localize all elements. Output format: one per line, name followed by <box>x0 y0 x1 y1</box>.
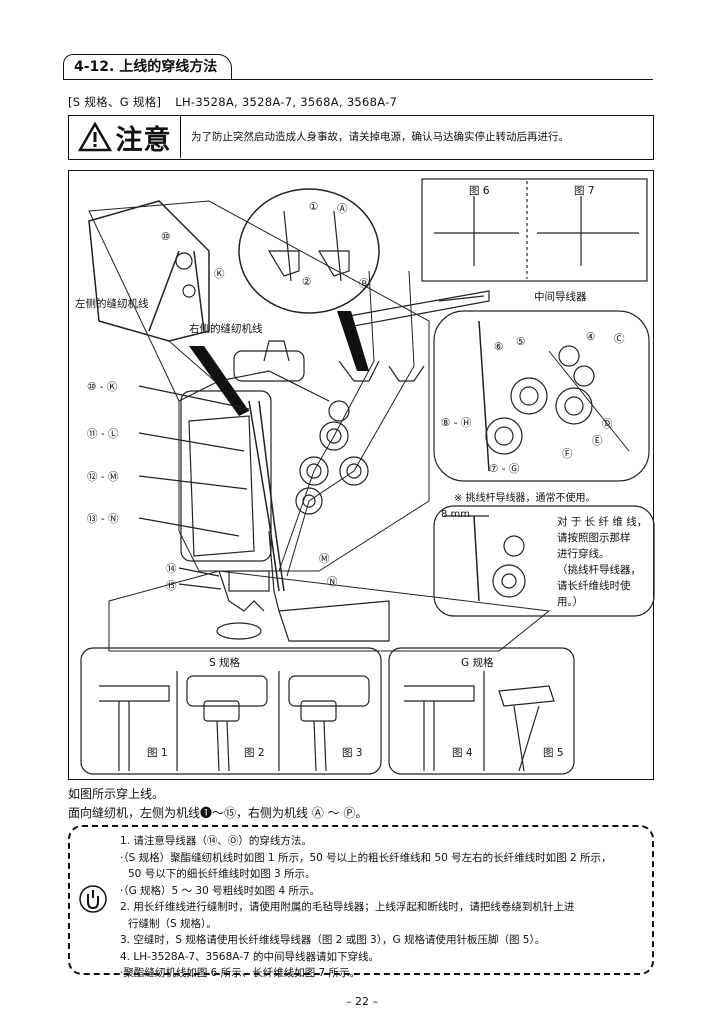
note-hand-icon <box>79 885 107 913</box>
body-line-1: 如图所示穿上线。 <box>68 787 165 801</box>
callout-3-c: Ⓒ <box>614 333 625 345</box>
section-title: 4-12. 上线的穿线方法 <box>63 54 233 80</box>
callout-6: ⑥ <box>494 341 504 353</box>
callout-e: Ⓔ <box>592 435 603 447</box>
caution-text: 为了防止突然启动造成人身事故，请关掉电源，确认马达确实停止转动后再进行。 <box>191 131 569 143</box>
callout-4: ④ <box>586 331 596 343</box>
callout-o: Ⓜ <box>319 553 330 565</box>
notes-list: 1. 请注意导线器（⑭、Ⓞ）的穿线方法。 ·（S 规格）聚酯缝纫机线时如图 1 … <box>114 833 612 982</box>
callout-1: ① <box>309 201 319 213</box>
warning-triangle-icon <box>77 122 112 152</box>
body-line-2: 面向缝纫机，左侧为机线❶～⑮，右侧为机线 Ⓐ ～ Ⓟ。 <box>68 806 368 820</box>
callout-10: ⑩ <box>161 231 171 243</box>
spec-label: [S 规格、G 规格] <box>68 95 162 109</box>
callout-f: Ⓕ <box>562 448 573 460</box>
caution-label: 注意 <box>69 116 181 158</box>
callout-14: ⑭ <box>166 563 177 575</box>
callout-13-n: ⑬ - Ⓝ <box>87 513 119 525</box>
callout-7-g: ⑦ - Ⓖ <box>489 463 520 475</box>
notes-box: 1. 请注意导线器（⑭、Ⓞ）的穿线方法。 ·（S 规格）聚酯缝纫机线时如图 1 … <box>68 825 654 979</box>
section-rule <box>63 79 653 80</box>
model-line: [S 规格、G 规格] LH-3528A, 3528A-7, 3568A, 35… <box>68 94 407 110</box>
lever-guide-note: ※ 挑线杆导线器，通常不使用。 <box>454 493 596 504</box>
callout-5: ⑤ <box>516 336 526 348</box>
callout-b: Ⓑ <box>359 278 370 290</box>
callout-d: Ⓓ <box>602 418 613 430</box>
threading-illustration <box>80 178 655 775</box>
caution-word: 注意 <box>115 124 172 156</box>
note-line-1: 1. 请注意导线器（⑭、Ⓞ）的穿线方法。 <box>120 835 312 847</box>
g-spec-label: G 规格 <box>461 657 494 669</box>
callout-a: Ⓐ <box>337 203 348 215</box>
page-number: – 22 – <box>346 995 378 1008</box>
long-fiber-note: 对 于 长 纤 维 线， 请按照图示那样 进行穿线。 （挑线杆导线器， 请长纤维… <box>557 516 648 608</box>
threading-figure: 左侧的缝纫机线 右侧的缝纫机线 ⑩ - Ⓚ ⑪ - Ⓛ ⑫ - Ⓜ ⑬ - Ⓝ … <box>68 170 655 780</box>
fig2-label: 图 2 <box>244 747 265 759</box>
fig7-label: 图 7 <box>574 185 595 197</box>
fig5-label: 图 5 <box>543 747 564 759</box>
middle-guide-label: 中间导线器 <box>534 291 587 303</box>
note-line-7: 3. 空缝时，S 规格请使用长纤维线导线器（图 2 或图 3），G 规格请使用针… <box>120 934 546 946</box>
note-line-5: 2. 用长纤维线进行缝制时，请使用附属的毛毡导线器；上线浮起和断线时，请把线卷绕… <box>120 901 575 913</box>
callout-p: Ⓝ <box>327 576 338 588</box>
right-thread-label: 右侧的缝纫机线 <box>189 323 263 335</box>
fig3-label: 图 3 <box>342 747 363 759</box>
model-list: LH-3528A, 3528A-7, 3568A, 3568A-7 <box>175 95 398 109</box>
note-line-2: ·（S 规格）聚酯缝纫机线时如图 1 所示，50 号以上的粗长纤维线和 50 号… <box>120 851 612 864</box>
dimension-label: 8 mm <box>441 509 471 520</box>
caution-box: 注意 为了防止突然启动造成人身事故，请关掉电源，确认马达确实停止转动后再进行。 <box>68 115 654 160</box>
note-line-3: 50 号以下的细长纤维线时如图 3 所示。 <box>128 868 316 880</box>
left-thread-label: 左侧的缝纫机线 <box>75 298 149 310</box>
section-header: 4-12. 上线的穿线方法 <box>63 54 653 80</box>
note-line-6: 行缝制（S 规格）。 <box>128 917 217 930</box>
s-spec-label: S 规格 <box>209 657 241 669</box>
fig6-label: 图 6 <box>469 185 490 197</box>
fig1-label: 图 1 <box>147 747 168 759</box>
callout-k: Ⓚ <box>214 268 225 280</box>
fig4-label: 图 4 <box>452 747 473 759</box>
callout-12-m: ⑫ - Ⓜ <box>87 471 119 483</box>
note-line-9: ·聚酯缝纫机线如图 6 所示、长纤维线如图 7 所示。 <box>120 967 361 979</box>
callout-15: ⑮ <box>166 580 177 592</box>
callout-2: ② <box>302 276 312 288</box>
callout-8-h: ⑧ - Ⓗ <box>441 417 472 429</box>
note-line-8: 4. LH-3528A-7、3568A-7 的中间导线器请如下穿线。 <box>120 950 380 963</box>
callout-11-l: ⑪ - Ⓛ <box>87 428 119 440</box>
note-line-4: ·（G 规格）5 ～ 30 号粗线时如图 4 所示。 <box>120 884 320 897</box>
callout-10-k: ⑩ - Ⓚ <box>87 381 118 393</box>
